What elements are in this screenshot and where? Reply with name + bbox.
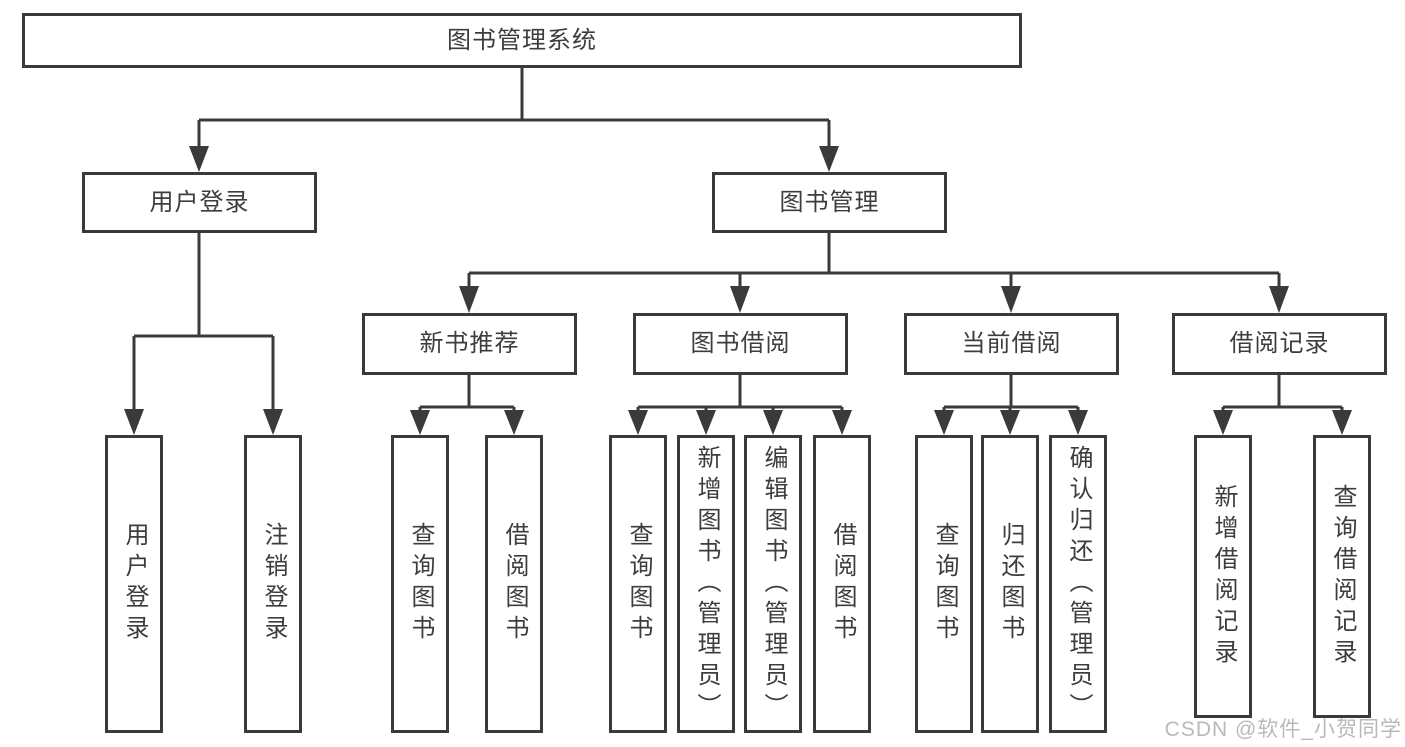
node-leaf-return-books: 归还图书 <box>981 435 1039 733</box>
node-leaf-confirm-return-admin: 确认归还（管理员） <box>1049 435 1107 733</box>
node-root-system: 图书管理系统 <box>22 13 1022 68</box>
node-leaf-query-borrow-record: 查询借阅记录 <box>1313 435 1371 718</box>
node-leaf-logout: 注销登录 <box>244 435 302 733</box>
node-book-borrow: 图书借阅 <box>633 313 848 375</box>
arrowheads <box>124 146 1352 435</box>
node-leaf-query-books-recommend: 查询图书 <box>391 435 449 733</box>
node-leaf-query-books-borrow: 查询图书 <box>609 435 667 733</box>
node-leaf-edit-books-admin: 编辑图书（管理员） <box>744 435 802 733</box>
node-leaf-add-borrow-record: 新增借阅记录 <box>1194 435 1252 718</box>
node-leaf-add-books-admin: 新增图书（管理员） <box>677 435 735 733</box>
watermark: CSDN @软件_小贺同学 <box>1164 718 1402 741</box>
node-leaf-query-books-current: 查询图书 <box>915 435 973 733</box>
node-leaf-borrow-books-recommend: 借阅图书 <box>485 435 543 733</box>
node-current-borrow: 当前借阅 <box>904 313 1119 375</box>
node-leaf-borrow-books: 借阅图书 <box>813 435 871 733</box>
node-user-login: 用户登录 <box>82 172 317 233</box>
node-leaf-user-login: 用户登录 <box>105 435 163 733</box>
node-new-book-recommend: 新书推荐 <box>362 313 577 375</box>
node-borrow-records: 借阅记录 <box>1172 313 1387 375</box>
node-book-management: 图书管理 <box>712 172 947 233</box>
